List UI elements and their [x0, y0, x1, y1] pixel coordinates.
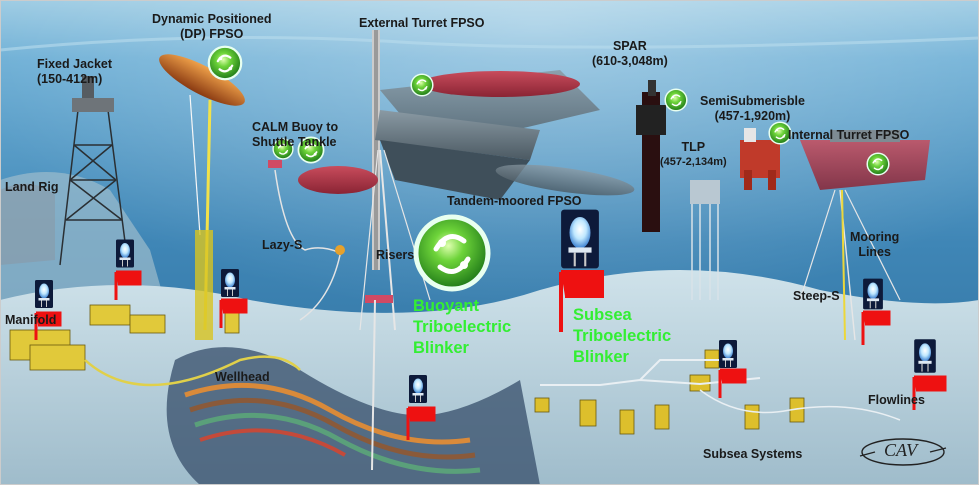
label-manifold: Manifold	[5, 313, 57, 327]
callout-subsea-line3: Blinker	[573, 348, 629, 366]
label-subsea-systems: Subsea Systems	[703, 447, 803, 461]
label-mooring: Mooring Lines	[850, 230, 899, 260]
label-semisub-line2: (457-1,920m)	[714, 109, 791, 123]
cav-logo: CAV	[884, 440, 918, 460]
subsea-blinker-led-icon	[559, 209, 604, 332]
label-tlp-line2: (457-2,134m)	[660, 156, 727, 168]
callout-subsea-blinker: Subsea Triboelectric Blinker	[573, 305, 671, 368]
label-dp-fpso-line2: (DP) FPSO	[180, 27, 244, 41]
label-wellhead: Wellhead	[215, 370, 270, 384]
buoyant-blinker-orb-icon	[416, 217, 488, 289]
label-calm-buoy-line1: CALM Buoy to	[252, 120, 339, 134]
green-orb-icon	[207, 45, 243, 81]
green-orb-icon	[664, 88, 688, 112]
label-dp-fpso-line1: Dynamic Positioned	[152, 12, 272, 26]
label-spar-line2: (610-3,048m)	[592, 54, 668, 68]
label-tlp-line1: TLP	[681, 140, 706, 154]
label-calm-buoy-line2: Shuttle Tankle	[252, 135, 337, 149]
label-fixed-jacket: Fixed Jacket (150-412m)	[37, 57, 112, 87]
label-mooring-line2: Lines	[858, 245, 891, 259]
green-orb-icon	[410, 73, 434, 97]
label-steep-s: Steep-S	[793, 289, 840, 303]
led-flag-icon	[861, 278, 891, 345]
led-flag-icon	[219, 269, 248, 328]
logo-ellipse	[861, 438, 945, 466]
callout-subsea-line2: Triboelectric	[573, 327, 672, 345]
label-internal-turret: Internal Turret FPSO	[788, 128, 910, 142]
label-flowlines: Flowlines	[868, 393, 925, 407]
label-external-turret: External Turret FPSO	[359, 16, 485, 30]
green-orb-icon	[866, 152, 890, 176]
callout-subsea-line1: Subsea	[573, 306, 632, 324]
label-land-rig: Land Rig	[5, 180, 59, 194]
label-spar: SPAR (610-3,048m)	[592, 39, 668, 69]
label-risers: Risers	[376, 248, 415, 262]
label-tlp: TLP (457-2,134m)	[660, 140, 727, 170]
led-flag-icon	[34, 280, 62, 340]
label-semisub: SemiSubmerisble (457-1,920m)	[700, 94, 805, 124]
label-semisub-line1: SemiSubmerisble	[700, 94, 805, 108]
label-mooring-line1: Mooring	[850, 230, 900, 244]
led-flag-icon	[114, 239, 142, 300]
callout-buoyant-blinker: Buoyant Triboelectric Blinker	[413, 296, 511, 359]
callout-buoyant-line1: Buoyant	[413, 297, 479, 315]
led-flag-icon	[406, 375, 436, 440]
label-dp-fpso: Dynamic Positioned (DP) FPSO	[152, 12, 271, 42]
led-flag-icon	[912, 339, 947, 410]
label-tandem: Tandem-moored FPSO	[447, 194, 582, 208]
label-spar-line1: SPAR	[612, 39, 647, 53]
callout-buoyant-line2: Triboelectric	[413, 318, 512, 336]
label-fixed-jacket-line1: Fixed Jacket	[37, 57, 113, 71]
led-flag-icon	[718, 340, 747, 398]
label-lazy-s: Lazy-S	[262, 238, 303, 252]
label-fixed-jacket-line2: (150-412m)	[37, 72, 103, 86]
callout-buoyant-line3: Blinker	[413, 339, 469, 357]
label-calm-buoy: CALM Buoy to Shuttle Tankle	[252, 120, 338, 150]
